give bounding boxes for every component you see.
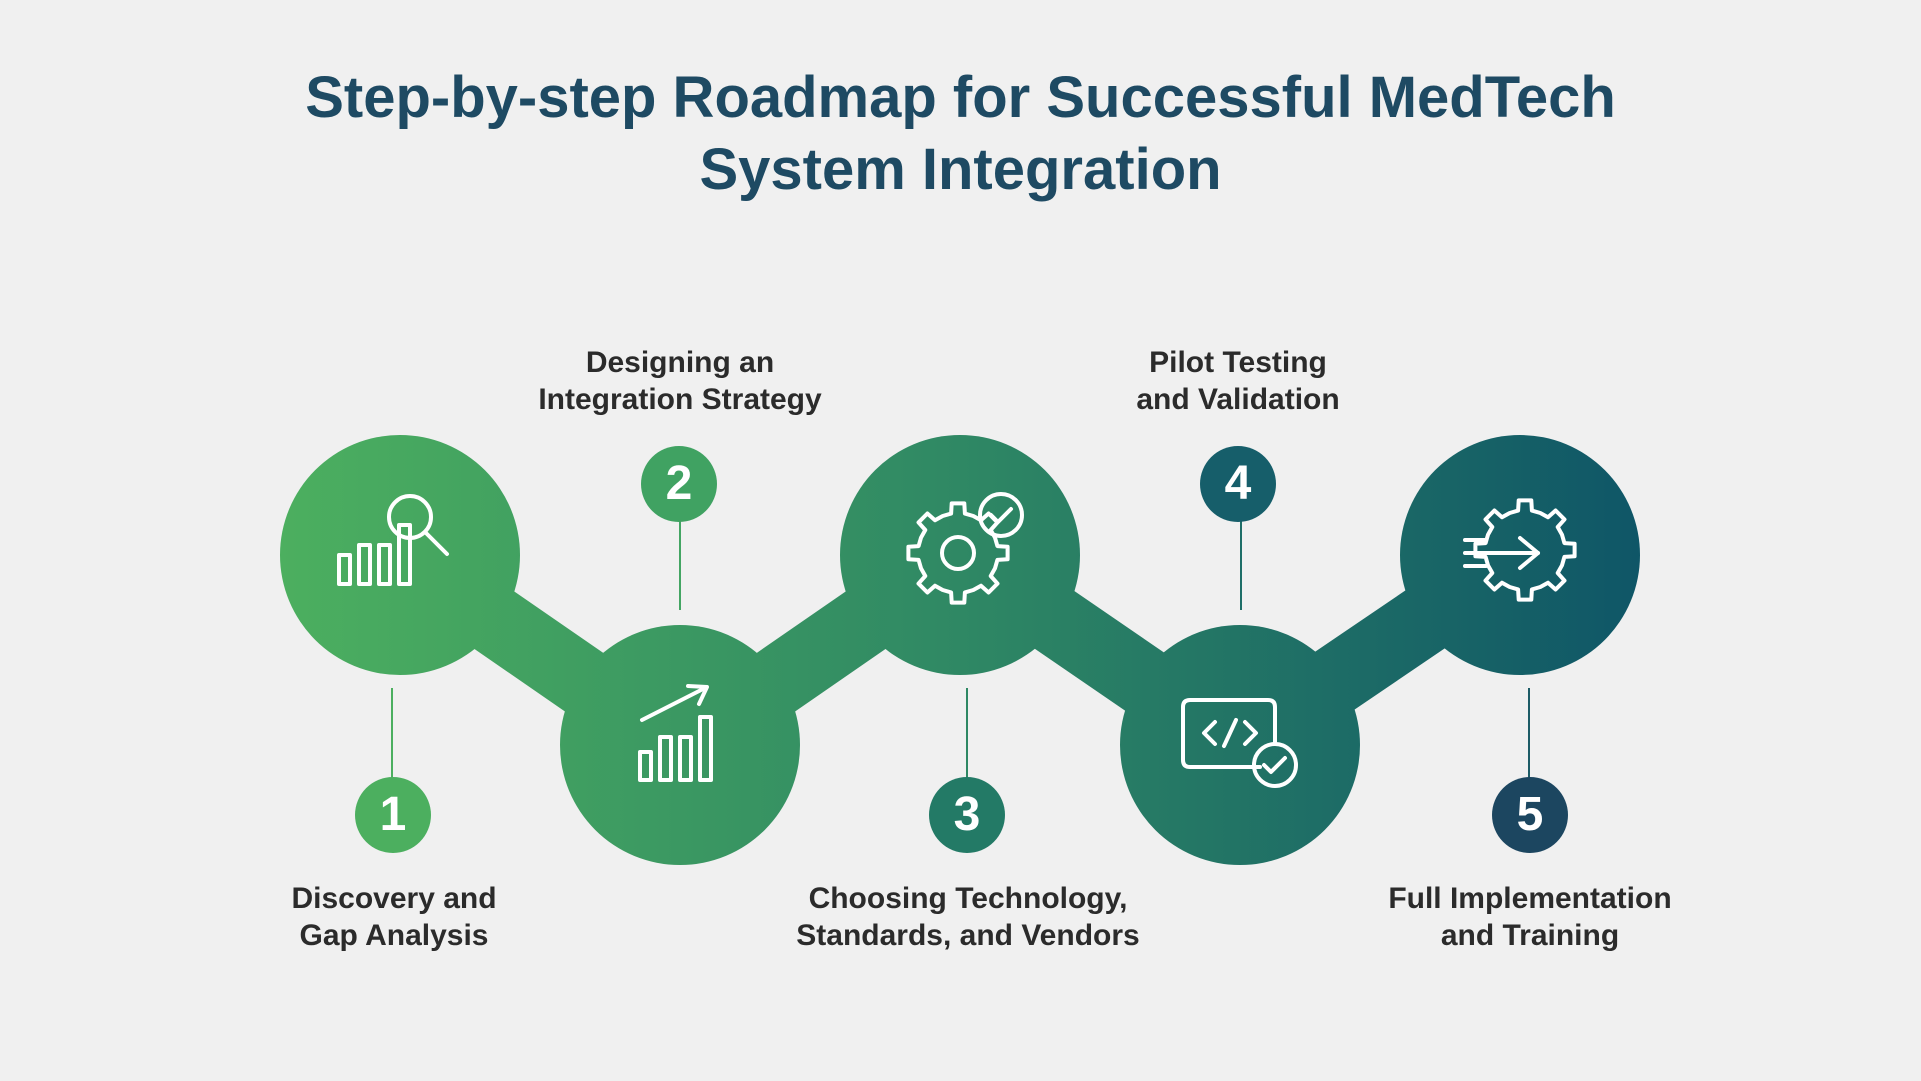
gear-check-icon bbox=[906, 492, 1024, 605]
step-5-label: Full Implementation and Training bbox=[1320, 880, 1740, 954]
step-3-label-line-2: Standards, and Vendors bbox=[796, 919, 1140, 952]
step-1-label-line-1: Discovery and bbox=[291, 882, 497, 915]
step-3-label-line-1: Choosing Technology, bbox=[808, 882, 1128, 915]
step-5-number-badge: 5 bbox=[1492, 777, 1568, 853]
step-3-label: Choosing Technology, Standards, and Vend… bbox=[758, 880, 1178, 954]
step-4-number-badge: 4 bbox=[1200, 446, 1276, 522]
growth-chart-icon bbox=[638, 684, 713, 782]
step-2-stem bbox=[679, 518, 681, 610]
title-line-1: Step-by-step Roadmap for Successful MedT… bbox=[305, 65, 1616, 130]
step-2-label-line-1: Designing an bbox=[585, 346, 775, 379]
step-5-stem bbox=[1528, 688, 1530, 780]
step-4-stem bbox=[1240, 518, 1242, 610]
step-5-label-line-1: Full Implementation bbox=[1388, 882, 1672, 915]
step-1-label-line-2: Gap Analysis bbox=[299, 919, 489, 952]
step-1-stem bbox=[391, 688, 393, 780]
step-4-label: Pilot Testing and Validation bbox=[1028, 344, 1448, 418]
page-title: Step-by-step Roadmap for Successful MedT… bbox=[0, 62, 1921, 206]
step-2-label-line-2: Integration Strategy bbox=[538, 383, 822, 416]
step-4-label-line-2: and Validation bbox=[1136, 383, 1340, 416]
step-2-number-badge: 2 bbox=[641, 446, 717, 522]
step-1-label: Discovery and Gap Analysis bbox=[184, 880, 604, 954]
step-4-circle bbox=[1120, 625, 1360, 865]
title-line-2: System Integration bbox=[699, 137, 1222, 202]
step-3-circle bbox=[840, 435, 1080, 675]
code-check-icon bbox=[1181, 698, 1298, 788]
step-3-stem bbox=[966, 688, 968, 780]
step-4-label-line-1: Pilot Testing bbox=[1149, 346, 1327, 379]
step-3-number-badge: 3 bbox=[929, 777, 1005, 853]
gear-arrow-icon bbox=[1463, 498, 1577, 602]
step-2-label: Designing an Integration Strategy bbox=[470, 344, 890, 418]
step-5-label-line-2: and Training bbox=[1440, 919, 1620, 952]
step-1-number-badge: 1 bbox=[355, 777, 431, 853]
chart-magnifier-icon bbox=[337, 494, 449, 586]
